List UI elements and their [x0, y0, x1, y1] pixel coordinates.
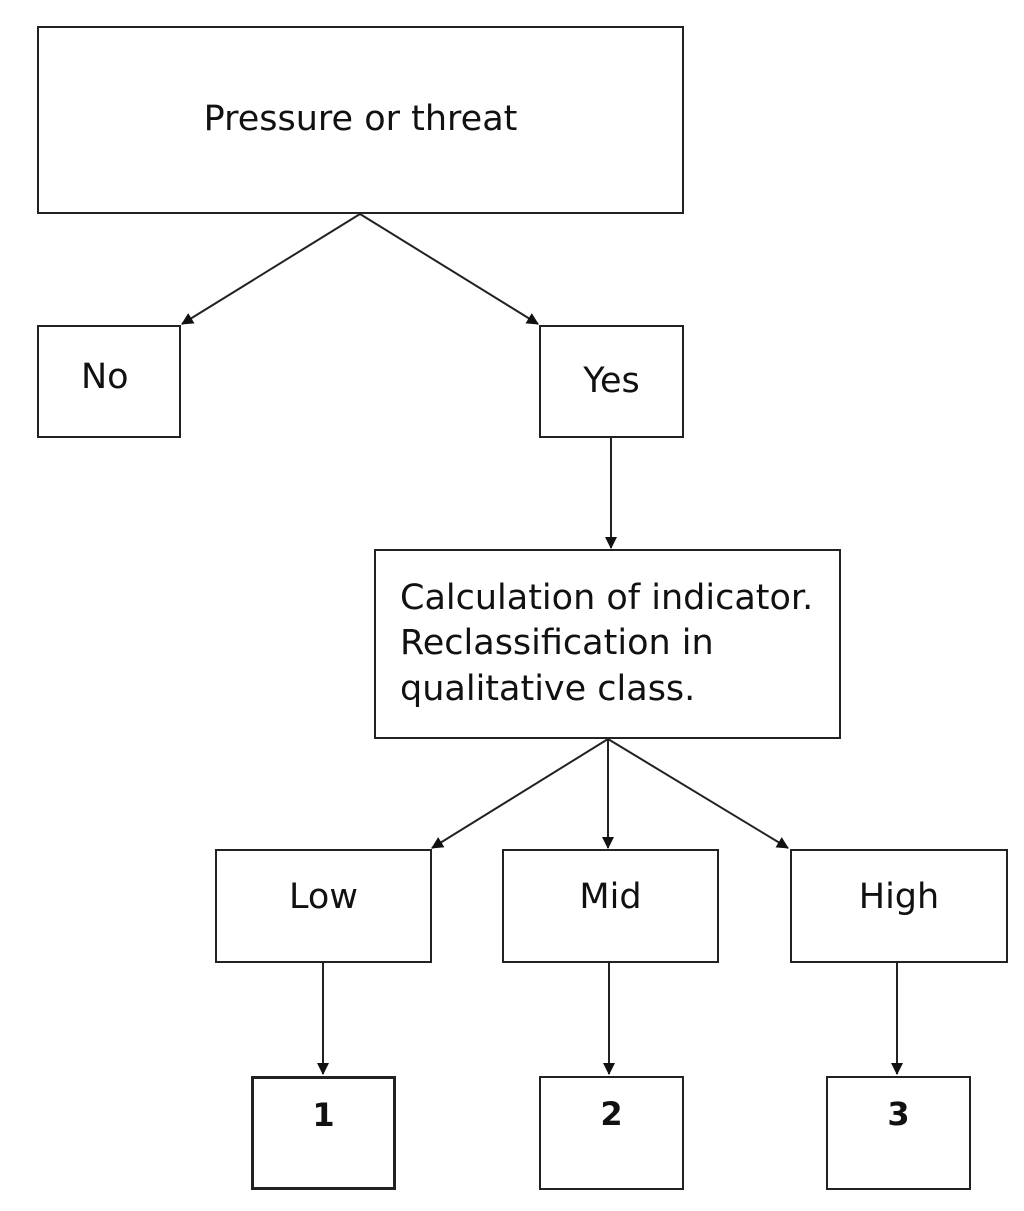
node-calculation-line-2: Reclassification in: [400, 623, 714, 664]
edge-calc-high: [607, 738, 789, 849]
node-score-2-label: 2: [600, 1095, 623, 1133]
node-high: High: [790, 849, 1008, 963]
node-calculation-line-3: qualitative class.: [400, 668, 696, 709]
edge-root-no: [181, 213, 361, 325]
node-low-label: Low: [289, 877, 358, 918]
node-score-3-label: 3: [887, 1095, 910, 1133]
node-no: No: [37, 325, 181, 438]
node-score-1-label: 1: [312, 1096, 335, 1134]
node-pressure-or-threat: Pressure or threat: [37, 26, 684, 214]
node-pressure-or-threat-label: Pressure or threat: [203, 99, 518, 140]
node-yes-label: Yes: [583, 360, 640, 401]
node-score-1: 1: [251, 1076, 396, 1190]
node-high-label: High: [858, 877, 940, 918]
node-no-label: No: [81, 356, 129, 397]
node-yes: Yes: [539, 325, 684, 438]
node-score-2: 2: [539, 1076, 684, 1190]
edge-calc-low: [431, 738, 609, 849]
node-score-3: 3: [826, 1076, 971, 1190]
node-low: Low: [215, 849, 432, 963]
edge-root-yes: [359, 213, 539, 325]
node-calculation-text: Calculation of indicator. Reclassificati…: [400, 576, 813, 713]
node-calculation: Calculation of indicator. Reclassificati…: [374, 549, 841, 739]
node-mid-label: Mid: [579, 877, 642, 918]
node-calculation-line-1: Calculation of indicator.: [400, 577, 814, 618]
node-mid: Mid: [502, 849, 719, 963]
